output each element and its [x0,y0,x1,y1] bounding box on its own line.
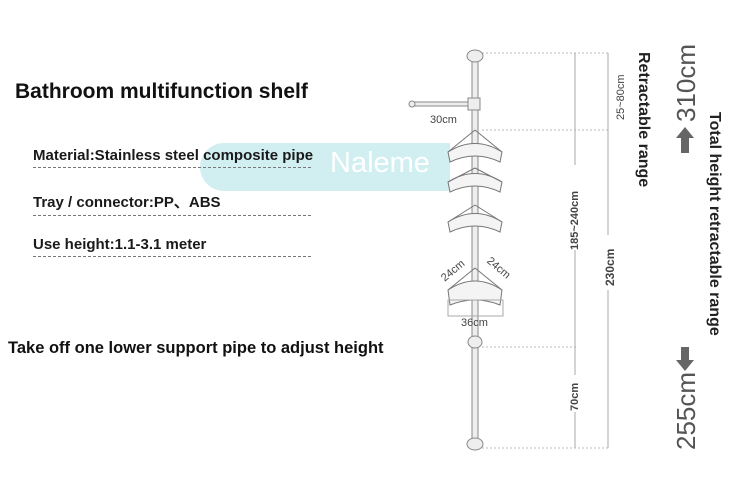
dim-towel-bar: 30cm [430,114,457,126]
pole [408,49,484,451]
dim-tray-width: 36cm [461,317,488,329]
total-retractable-label: Total height retractable range [706,112,723,336]
spec-height: Use height:1.1-3.1 meter [33,236,311,257]
dim-top: 25~80cm [615,74,627,120]
dim-total: 230cm [603,248,617,286]
adjust-note: Take off one lower support pipe to adjus… [8,339,384,357]
spec-material: Material:Stainless steel composite pipe [33,147,313,168]
retractable-range-label: Retractable range [635,52,652,188]
trays [447,129,504,317]
dim-bottom: 70cm [569,382,581,411]
page-title: Bathroom multifunction shelf [15,80,308,103]
spec-tray: Tray / connector:PP、ABS [33,191,311,216]
max-height: 310cm [671,43,701,122]
dim-middle: 185~240cm [569,190,581,250]
watermark-text: Naleme [330,147,430,179]
min-height: 255cm [671,371,701,450]
